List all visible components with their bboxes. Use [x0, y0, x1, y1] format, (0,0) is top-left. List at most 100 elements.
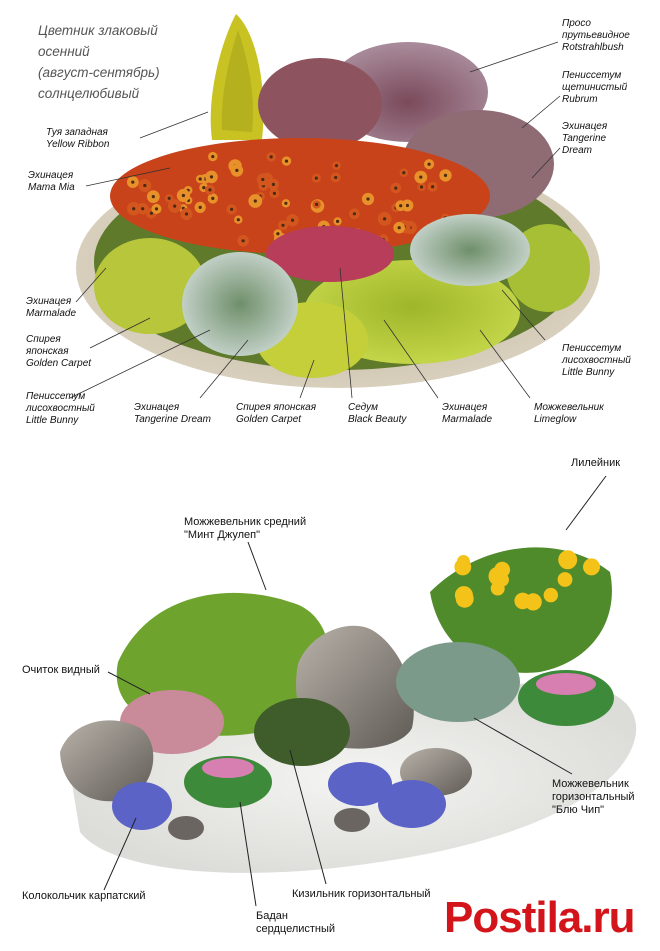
- label-line: Пениссетум: [26, 391, 95, 403]
- bellflower-clump: [112, 782, 172, 830]
- label-line: щетинистый: [562, 82, 627, 94]
- label-line: Black Beauty: [348, 414, 406, 426]
- label-liliynik: Лилейник: [571, 457, 620, 470]
- echinacea-center: [420, 185, 423, 188]
- echinacea-center: [402, 171, 405, 174]
- bed-title: Цветник злаковый осенний (август-сентябр…: [38, 20, 160, 104]
- daylily-flower: [494, 562, 510, 578]
- label-line: Эхинацея: [134, 402, 211, 414]
- label-line: Эхинацея: [26, 296, 76, 308]
- echinacea-center: [199, 206, 202, 209]
- label-line: Эхинацея: [562, 121, 607, 133]
- label-line: Limeglow: [534, 414, 604, 426]
- echinacea-center: [235, 169, 238, 172]
- bergenia-flowers-right: [536, 673, 596, 695]
- label-line: Tangerine Dream: [134, 414, 211, 426]
- echinacea-center: [182, 194, 185, 197]
- label-line: Очиток видный: [22, 664, 100, 677]
- little-bunny-grass: [182, 252, 298, 356]
- daylily-flower: [454, 559, 471, 576]
- label-line: Marmalade: [26, 308, 76, 320]
- echinacea-center: [210, 175, 213, 178]
- label-pennisetum-rubrum: Пениссетум щетинистый Rubrum: [562, 70, 627, 106]
- label-spirea-left: Спирея японская Golden Carpet: [26, 334, 91, 370]
- echinacea-center: [315, 203, 318, 206]
- label-badan: Бадан сердцелистный: [256, 910, 335, 936]
- title-line: (август-сентябрь): [38, 62, 160, 83]
- label-line: сердцелистный: [256, 923, 335, 936]
- echinacea-center: [284, 202, 287, 205]
- label-line: Эхинацея: [442, 402, 492, 414]
- label-ochitok: Очиток видный: [22, 664, 100, 677]
- label-line: Можжевельник: [552, 778, 635, 791]
- echinacea-center: [428, 163, 431, 166]
- label-line: лисохвостный: [562, 355, 631, 367]
- daylily-flower: [544, 588, 558, 602]
- label-echinacea-tangerine-right: Эхинацея Tangerine Dream: [562, 121, 607, 157]
- daylily-flower: [525, 593, 542, 610]
- echinacea-center: [281, 224, 284, 227]
- title-line: солнцелюбивый: [38, 83, 160, 104]
- label-line: японская: [26, 346, 91, 358]
- label-line: Пениссетум: [562, 70, 627, 82]
- echinacea-center: [211, 155, 214, 158]
- echinacea-center: [334, 176, 337, 179]
- bergenia-flowers: [202, 758, 254, 778]
- label-line: Dream: [562, 145, 607, 157]
- label-thuja: Туя западная Yellow Ribbon: [46, 127, 109, 151]
- echinacea-center: [335, 164, 338, 167]
- label-line: Golden Carpet: [236, 414, 316, 426]
- title-line: Цветник злаковый: [38, 20, 160, 41]
- label-line: Можжевельник: [534, 402, 604, 414]
- label-spirea-bottom: Спирея японская Golden Carpet: [236, 402, 316, 426]
- echinacea-center: [261, 178, 264, 181]
- echinacea-center: [150, 212, 153, 215]
- echinacea-center: [398, 226, 401, 229]
- label-line: Marmalade: [442, 414, 492, 426]
- label-echinacea-marmalade-left: Эхинацея Marmalade: [26, 296, 76, 320]
- echinacea-center: [419, 176, 422, 179]
- echinacea-center: [132, 207, 135, 210]
- echinacea-center: [276, 232, 279, 235]
- echinacea-center: [270, 155, 273, 158]
- echinacea-center: [155, 207, 158, 210]
- label-line: Mama Mia: [28, 182, 75, 194]
- daylily-flower: [456, 590, 474, 608]
- echinacea-center: [353, 212, 356, 215]
- label-line: Можжевельник средний: [184, 516, 306, 529]
- label-line: Спирея японская: [236, 402, 316, 414]
- label-line: Little Bunny: [26, 415, 95, 427]
- label-line: Golden Carpet: [26, 358, 91, 370]
- flowerbed-illustration-top: Цветник злаковый осенний (август-сентябр…: [0, 0, 660, 432]
- cotoneaster: [254, 698, 350, 766]
- label-juniper-mint-julep: Можжевельник средний "Минт Джулеп": [184, 516, 306, 542]
- label-line: Little Bunny: [562, 367, 631, 379]
- daylily-flower: [558, 572, 573, 587]
- label-line: "Минт Джулеп": [184, 529, 306, 542]
- echinacea-center: [394, 187, 397, 190]
- echinacea-center: [152, 195, 155, 198]
- echinacea-center: [366, 197, 369, 200]
- label-kolokolchik: Колокольчик карпатский: [22, 890, 146, 903]
- echinacea-center: [131, 181, 134, 184]
- echinacea-center: [211, 197, 214, 200]
- echinacea-center: [431, 185, 434, 188]
- echinacea-center: [173, 205, 176, 208]
- echinacea-center: [406, 204, 409, 207]
- label-sedum: Седум Black Beauty: [348, 402, 406, 426]
- rock-garden-illustration: Лилейник Можжевельник средний "Минт Джул…: [0, 432, 660, 951]
- echinacea-center: [383, 217, 386, 220]
- echinacea-center: [208, 188, 211, 191]
- label-line: Эхинацея: [28, 170, 75, 182]
- echinacea-center: [168, 197, 171, 200]
- label-line: лисохвостный: [26, 403, 95, 415]
- label-line: Туя западная: [46, 127, 109, 139]
- label-echinacea-tangerine-bottom: Эхинацея Tangerine Dream: [134, 402, 211, 426]
- label-echinacea-mamamia: Эхинацея Mama Mia: [28, 170, 75, 194]
- label-line: Yellow Ribbon: [46, 139, 109, 151]
- label-juniper-blue-chip: Можжевельник горизонтальный "Блю Чип": [552, 778, 635, 817]
- little-bunny-grass-right: [410, 214, 530, 286]
- rock-garden-drawing: [0, 432, 660, 951]
- label-line: Tangerine: [562, 133, 607, 145]
- echinacea-center: [202, 186, 205, 189]
